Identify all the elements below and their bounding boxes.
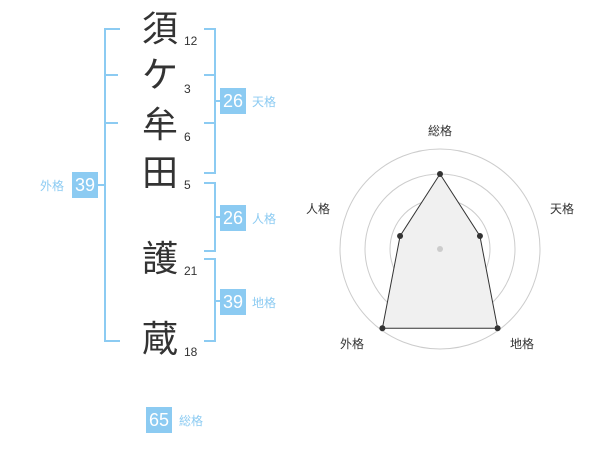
stroke-count-4: 5 (184, 178, 191, 192)
gaikaku-bracket (104, 28, 120, 342)
name-char-6: 蔵 (141, 319, 178, 360)
soukaku-label: 総格 (179, 414, 204, 428)
stroke-count-3: 6 (184, 130, 191, 144)
stroke-count-6: 18 (184, 345, 198, 359)
gaikaku-badge: 39 (72, 172, 98, 198)
radar-points (379, 171, 501, 332)
radar-center-dot (437, 246, 443, 252)
jinkaku-label: 人格 (252, 212, 277, 226)
soukaku-badge: 65 (146, 407, 172, 433)
tenkaku-label: 天格 (252, 95, 277, 109)
radar-point (494, 325, 501, 332)
gaikaku-label: 外格 (40, 179, 65, 193)
bracket-connector (214, 216, 220, 218)
tenkaku-badge: 26 (220, 88, 246, 114)
bracket-tick (104, 122, 118, 124)
radar-point (397, 233, 404, 240)
bracket-tick (104, 74, 118, 76)
bracket-tick (204, 74, 214, 76)
jinkaku-badge: 26 (220, 205, 246, 231)
chikaku-badge: 39 (220, 289, 246, 315)
name-char-4: 田 (141, 153, 178, 194)
radar-axis-label-gaikaku: 外格 (340, 337, 365, 351)
radar-point (437, 171, 443, 177)
radar-axis-label-jinkaku: 人格 (306, 202, 331, 216)
radar-axis-label-soukaku: 総格 (428, 124, 453, 138)
bracket-connector (96, 184, 105, 186)
chikaku-label: 地格 (252, 296, 277, 310)
radar-axis-label-tenkaku: 天格 (550, 202, 575, 216)
radar-point (476, 233, 483, 240)
bracket-tick (204, 122, 214, 124)
name-char-3: 牟 (141, 105, 178, 146)
name-char-2: ケ (141, 55, 178, 96)
radar-point (379, 325, 386, 332)
radar-axis-label-chikaku: 地格 (510, 337, 535, 351)
stroke-count-5: 21 (184, 264, 198, 278)
stroke-count-2: 3 (184, 82, 191, 96)
stroke-count-1: 12 (184, 34, 198, 48)
radar-ring (339, 148, 541, 350)
bracket-connector (214, 300, 220, 302)
bracket-connector (214, 100, 220, 102)
name-char-5: 護 (141, 239, 178, 280)
name-char-1: 須 (141, 9, 178, 50)
